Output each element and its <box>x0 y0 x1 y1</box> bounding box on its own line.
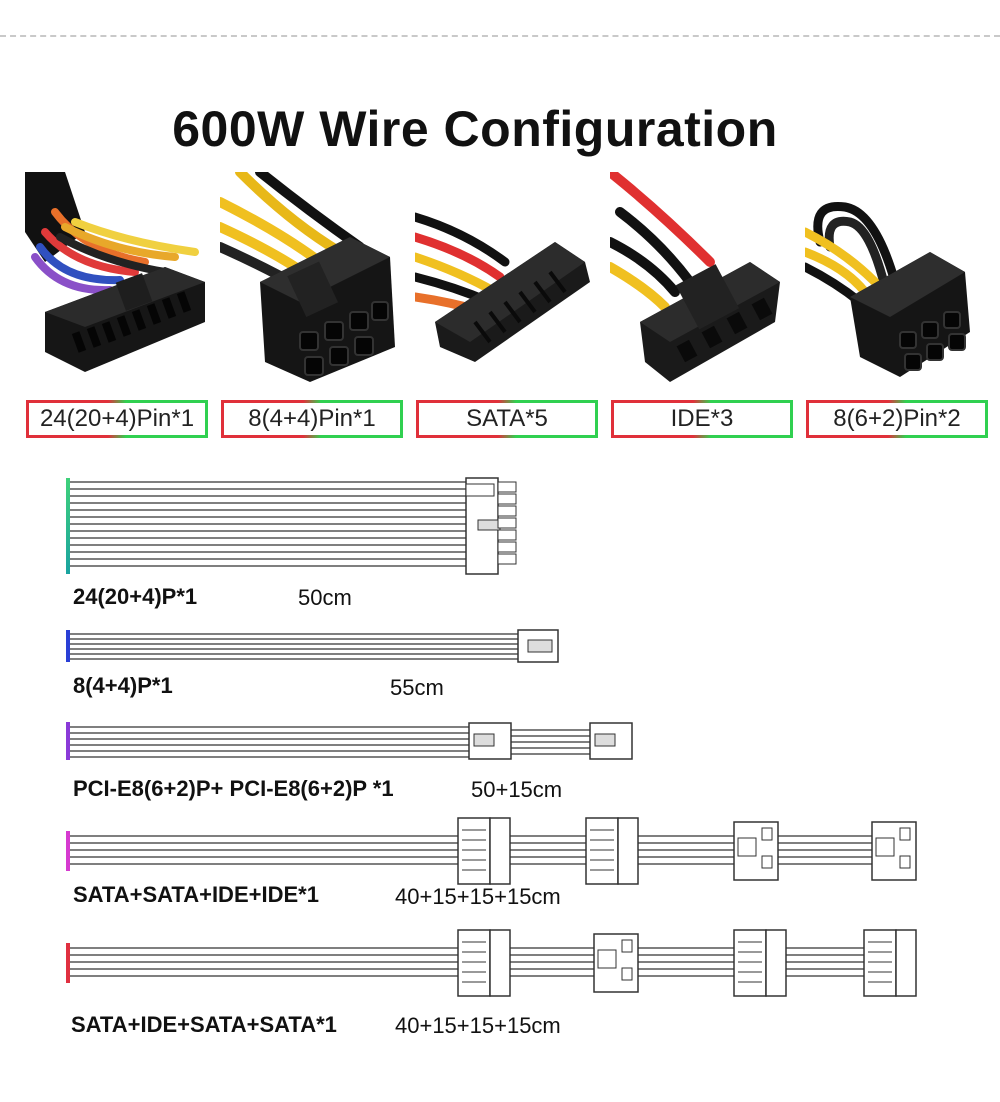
cable-length-sata-sata-ide-ide: 40+15+15+15cm <box>395 884 561 909</box>
cable-length-24pin: 50cm <box>298 585 352 610</box>
connector-label-ide: IDE*3 <box>611 400 793 438</box>
cable-diagram-sata-ide-sata-sata <box>66 928 926 998</box>
cable-length-sata-ide-sata-sata: 40+15+15+15cm <box>395 1013 561 1038</box>
cable-name-8pin-cpu: 8(4+4)P*1 <box>73 673 173 698</box>
connector-label-sata: SATA*5 <box>416 400 598 438</box>
page-title: 600W Wire Configuration <box>172 101 778 157</box>
cable-diagram-sata-sata-ide-ide <box>66 816 926 886</box>
cable-diagram-pcie <box>66 720 646 762</box>
cable-name-sata-ide-sata-sata: SATA+IDE+SATA+SATA*1 <box>71 1012 337 1037</box>
top-dashed-divider <box>0 35 1000 37</box>
cable-name-24pin: 24(20+4)P*1 <box>73 584 198 609</box>
cable-name-sata-sata-ide-ide: SATA+SATA+IDE+IDE*1 <box>73 882 319 907</box>
pcie-8pin-connector-photo <box>800 172 990 387</box>
ide-molex-connector-photo <box>605 167 795 387</box>
cable-diagram-24pin <box>66 476 526 576</box>
sata-connector-photo <box>410 172 600 387</box>
cable-diagram-8pin-cpu <box>66 628 566 664</box>
connector-label-pcie: 8(6+2)Pin*2 <box>806 400 988 438</box>
cable-length-pcie: 50+15cm <box>471 777 563 802</box>
cpu-8pin-connector-photo <box>215 167 405 387</box>
connector-label-8pin-cpu: 8(4+4)Pin*1 <box>221 400 403 438</box>
connector-label-24pin: 24(20+4)Pin*1 <box>26 400 208 438</box>
cable-length-8pin-cpu: 55cm <box>390 675 444 700</box>
cable-name-pcie: PCI-E8(6+2)P+ PCI-E8(6+2)P *1 <box>73 776 394 801</box>
atx-24pin-connector-photo <box>25 172 210 387</box>
